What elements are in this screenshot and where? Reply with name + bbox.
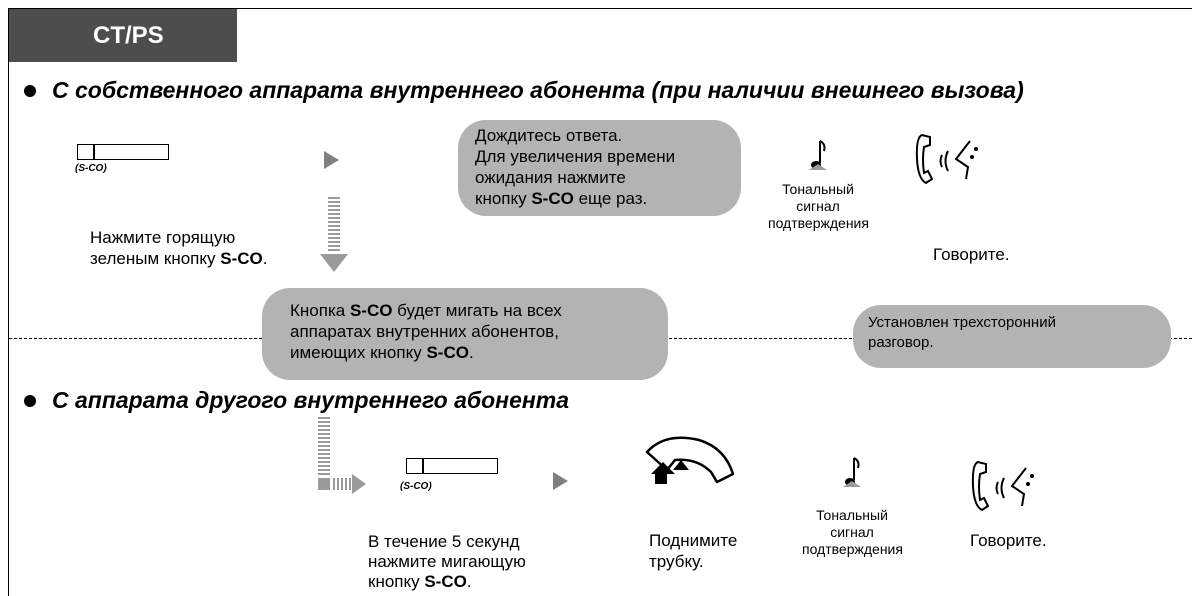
tone-label-line: сигнал [830,524,874,540]
threeway-text-line: разговор. [868,334,934,351]
blink-bubble [262,288,668,380]
step-arrow-icon [324,151,339,169]
device-tag: CT/PS [9,9,237,62]
wait-text-line: Дождитесь ответа. [475,126,623,145]
talk-icon [915,133,978,185]
frame-left-border [8,8,9,596]
wait-text-line: ожидания нажмите [475,168,626,187]
talk-label: Говорите. [933,245,1010,264]
down-arrow-icon [320,197,348,272]
blink-text-line: Кнопка S-CO будет мигать на всех [290,301,562,320]
press-text-line: кнопку S-CO. [368,572,472,591]
lift-text-line: Поднимите [649,531,738,550]
wait-text-line: кнопку S-CO еще раз. [475,189,648,208]
section1-heading: С собственного аппарата внутреннего абон… [52,77,1024,103]
bullet-icon [24,85,36,97]
tone-label-line: сигнал [796,198,840,214]
press-text-line: нажмите мигающую [368,552,526,571]
tone-label-line: Тональный [816,507,888,523]
sco-button-icon [77,144,169,160]
wait-bubble [458,120,741,216]
talk-icon [971,460,1034,512]
sco-button-icon [406,458,498,474]
threeway-bubble [853,305,1171,368]
threeway-text-line: Установлен трехсторонний [868,314,1056,331]
lift-text-line: трубку. [649,552,704,571]
bullet-icon [24,395,36,407]
press-text-line: В течение 5 секунд [368,532,520,551]
wait-text-line: Для увеличения времени [475,147,676,166]
confirmation-tone-icon [843,457,861,487]
press-text-line: Нажмите горящую [90,228,236,247]
frame-top-border [8,8,1192,9]
tone-label-line: подтверждения [768,215,869,231]
sco-button-label: (S-CO) [75,163,107,174]
blink-text-line: имеющих кнопку S-CO. [290,343,474,362]
sco-button-label: (S-CO) [400,481,432,492]
tone-label-line: подтверждения [802,541,903,557]
talk-label: Говорите. [970,531,1047,550]
step-arrow-icon [553,472,568,490]
section2-heading: С аппарата другого внутреннего абонента [52,387,569,413]
blink-text-line: аппаратах внутренних абонентов, [290,322,559,341]
handset-lift-icon [645,436,735,484]
tone-label-line: Тональный [782,181,854,197]
bent-arrow-icon [318,417,366,494]
press-text-line: зеленым кнопку S-CO. [90,249,268,268]
confirmation-tone-icon [809,140,827,170]
